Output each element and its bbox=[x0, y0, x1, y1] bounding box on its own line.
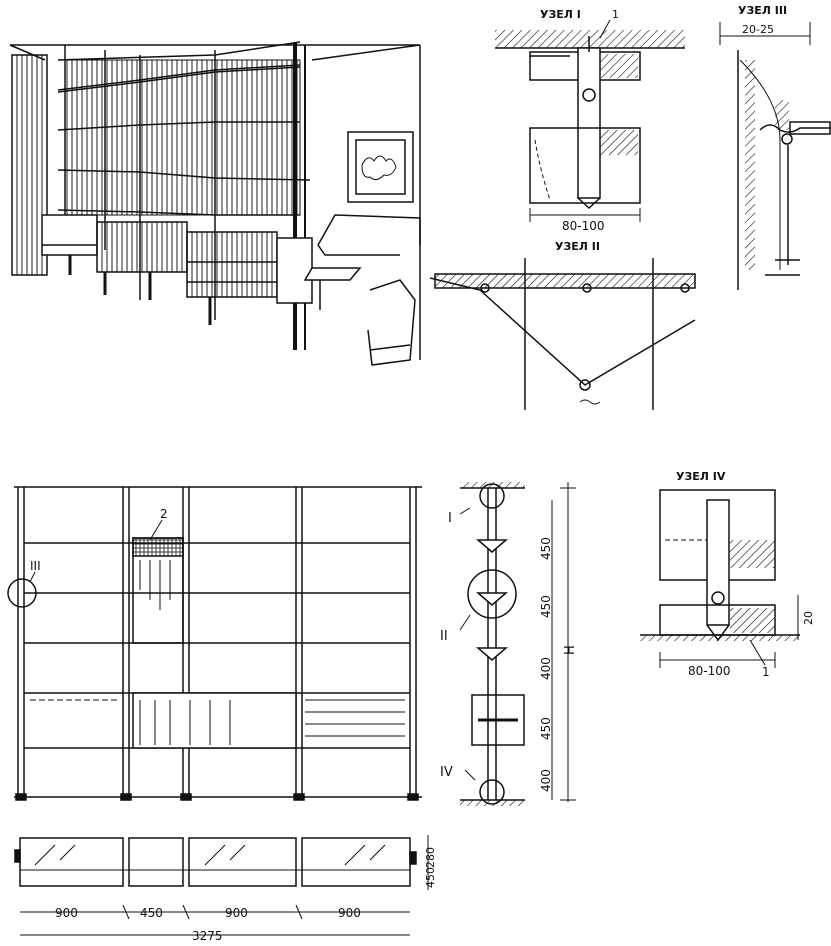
plan-width-2: 450 bbox=[140, 906, 163, 920]
height-symbol: H bbox=[563, 645, 578, 655]
callout-1-bottom: 1 bbox=[762, 665, 770, 679]
node-3-dimension: 20-25 bbox=[742, 23, 774, 36]
node-4-height: 20 bbox=[802, 611, 815, 625]
node-2-label: УЗЕЛ II bbox=[555, 240, 600, 253]
node-1-detail bbox=[495, 19, 685, 222]
callout-1-top: 1 bbox=[612, 8, 619, 21]
roman-2-label: II bbox=[440, 629, 448, 644]
node-4-dimension: 80-100 bbox=[688, 664, 731, 678]
node-2-detail bbox=[429, 258, 696, 410]
callout-2: 2 bbox=[160, 507, 168, 521]
front-elevation bbox=[7, 486, 422, 801]
plan-view bbox=[14, 835, 429, 936]
dim-v-4: 450 bbox=[539, 717, 553, 740]
roman-3-label: III bbox=[30, 559, 41, 573]
node-4-detail bbox=[640, 489, 800, 668]
node-1-dimension: 80-100 bbox=[562, 219, 605, 233]
perspective-sketch bbox=[9, 41, 421, 366]
dim-v-1: 450 bbox=[539, 537, 553, 560]
plan-total: 3275 bbox=[192, 929, 223, 943]
plan-width-3: 900 bbox=[225, 906, 248, 920]
side-section bbox=[459, 482, 576, 806]
roman-1-label: I bbox=[448, 511, 452, 526]
node-3-detail bbox=[719, 22, 831, 290]
node-1-label: УЗЕЛ I bbox=[540, 8, 581, 21]
dim-v-3: 400 bbox=[539, 657, 553, 680]
plan-depth-b: 450 bbox=[424, 867, 437, 888]
node-4-label: УЗЕЛ IV bbox=[676, 470, 726, 483]
plan-width-4: 900 bbox=[338, 906, 361, 920]
node-3-label: УЗЕЛ III bbox=[738, 4, 787, 17]
labels: УЗЕЛ I 1 80-100 УЗЕЛ III 20-25 УЗЕЛ II 2… bbox=[30, 4, 815, 943]
plan-width-1: 900 bbox=[55, 906, 78, 920]
dim-v-5: 400 bbox=[539, 769, 553, 792]
roman-4-label: IV bbox=[440, 765, 453, 780]
dim-v-2: 450 bbox=[539, 595, 553, 618]
plan-depth-a: 280 bbox=[424, 847, 437, 868]
